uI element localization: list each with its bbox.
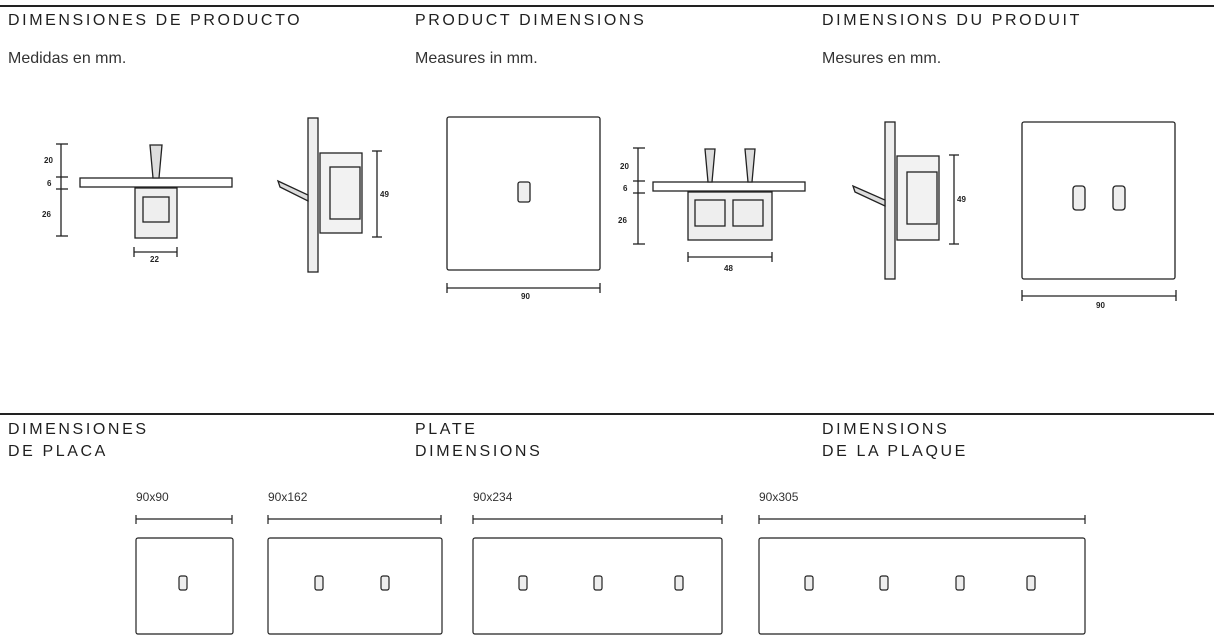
heading-line: DIMENSIONS <box>415 443 543 460</box>
dim-plate-width: 90 <box>1096 301 1105 310</box>
double-switch-plate-front: 90 <box>1021 121 1177 310</box>
heading-plate-fr: DIMENSIONS DE LA PLAQUE <box>822 419 968 463</box>
heading-line: DE PLACA <box>8 443 108 460</box>
heading-plate-en: PLATE DIMENSIONS <box>415 419 542 463</box>
heading-plate-es: DIMENSIONES DE PLACA <box>8 419 149 463</box>
subtitle-es: Medidas en mm. <box>8 50 127 67</box>
toggle-icon <box>517 181 531 203</box>
plate-size-label-2: 90x162 <box>268 490 308 504</box>
toggle-icon <box>178 575 188 591</box>
toggle-icon <box>674 575 684 591</box>
heading-product-en: PRODUCT DIMENSIONS <box>415 12 647 29</box>
dim-height-mid: 6 <box>47 179 52 188</box>
dim-height-mid: 6 <box>623 184 628 193</box>
subtitle-en: Measures in mm. <box>415 50 538 67</box>
plate-2-gang <box>267 515 443 635</box>
toggle-icon <box>1112 185 1126 211</box>
toggle-icon <box>593 575 603 591</box>
single-switch-elevation: 20 6 26 22 <box>42 143 233 264</box>
single-switch-profile: 49 <box>276 117 389 273</box>
dim-height-bottom: 26 <box>42 210 51 219</box>
top-rule <box>0 5 1214 7</box>
double-switch-elevation: 20 6 26 48 <box>618 147 806 273</box>
dim-height-top: 20 <box>44 156 53 165</box>
toggle-icon <box>804 575 814 591</box>
plate-1-gang <box>135 515 234 635</box>
dim-height-top: 20 <box>620 162 629 171</box>
plate-size-label-3: 90x234 <box>473 490 513 504</box>
toggle-icon <box>380 575 390 591</box>
heading-product-es: DIMENSIONES DE PRODUCTO <box>8 12 303 29</box>
heading-line: DIMENSIONES <box>8 421 149 438</box>
single-switch-plate-front: 90 <box>446 116 601 301</box>
dim-base-width: 22 <box>150 255 159 264</box>
toggle-icon <box>955 575 965 591</box>
plate-3-gang <box>472 515 723 635</box>
toggle-icon <box>1072 185 1086 211</box>
toggle-icon <box>1026 575 1036 591</box>
dim-depth: 49 <box>380 190 389 199</box>
heading-line: DE LA PLAQUE <box>822 443 968 460</box>
dim-base-width: 48 <box>724 264 733 273</box>
heading-product-fr: DIMENSIONS DU PRODUIT <box>822 12 1082 29</box>
plate-size-label-1: 90x90 <box>136 490 169 504</box>
subtitle-fr: Mesures en mm. <box>822 50 942 67</box>
heading-line: PLATE <box>415 421 478 438</box>
heading-line: DIMENSIONS <box>822 421 950 438</box>
double-switch-profile: 49 <box>851 121 966 280</box>
toggle-icon <box>879 575 889 591</box>
dim-plate-width: 90 <box>521 292 530 301</box>
middle-rule <box>0 413 1214 415</box>
plate-4-gang <box>758 515 1086 635</box>
dim-height-bottom: 26 <box>618 216 627 225</box>
toggle-icon <box>518 575 528 591</box>
toggle-icon <box>314 575 324 591</box>
plate-size-label-4: 90x305 <box>759 490 799 504</box>
dim-depth: 49 <box>957 195 966 204</box>
